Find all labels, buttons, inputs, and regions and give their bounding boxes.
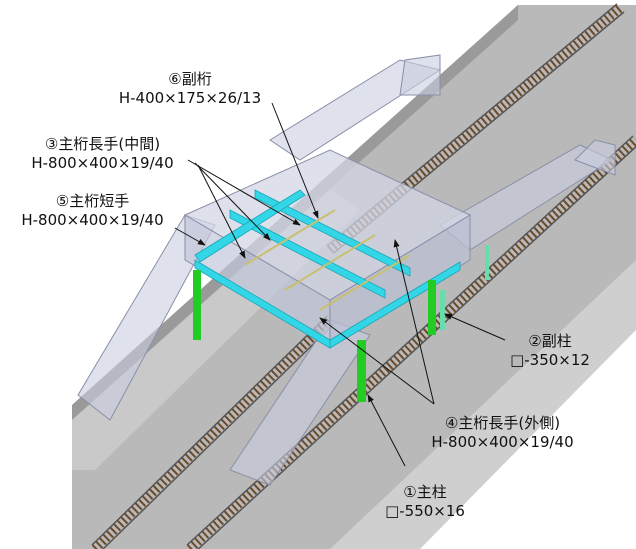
girder-outer-right: [329, 261, 461, 349]
girder-middle-2: [254, 189, 411, 277]
platform-right: [330, 260, 636, 549]
label-main-girder-long-outer: ④主桁長手(外側) H-800×400×19/40: [415, 414, 590, 452]
label-spec: H-800×400×19/40: [21, 211, 164, 229]
girders: [194, 189, 461, 349]
label-main-girder-long-middle: ③主桁長手(中間) H-800×400×19/40: [15, 135, 190, 173]
girder-middle-1: [229, 209, 386, 299]
label-title: ⑤主桁短手: [55, 192, 130, 210]
label-title: ⑥副桁: [168, 70, 212, 88]
track-1: [91, 315, 336, 549]
label-sub-column: ②副柱 □-350×12: [495, 332, 605, 370]
label-title: ②副柱: [528, 332, 572, 350]
main-columns: [193, 270, 436, 402]
label-sub-girder: ⑥副桁 H-400×175×26/13: [105, 70, 275, 108]
label-title: ④主桁長手(外側): [444, 414, 561, 432]
glass-stairs: [77, 54, 616, 486]
girder-short: [194, 189, 306, 263]
label-spec: □-350×12: [510, 351, 590, 369]
sub-girders: [244, 209, 411, 311]
label-spec: H-800×400×19/40: [31, 154, 174, 172]
sub-columns: [440, 245, 489, 330]
label-spec: □-550×16: [385, 502, 465, 520]
label-title: ①主柱: [403, 483, 447, 501]
label-main-girder-short: ⑤主桁短手 H-800×400×19/40: [5, 192, 180, 230]
label-title: ③主桁長手(中間): [44, 135, 161, 153]
leader-lines: [174, 102, 506, 467]
label-main-column: ①主柱 □-550×16: [375, 483, 475, 521]
label-spec: H-800×400×19/40: [431, 433, 574, 451]
label-spec: H-400×175×26/13: [118, 89, 262, 107]
